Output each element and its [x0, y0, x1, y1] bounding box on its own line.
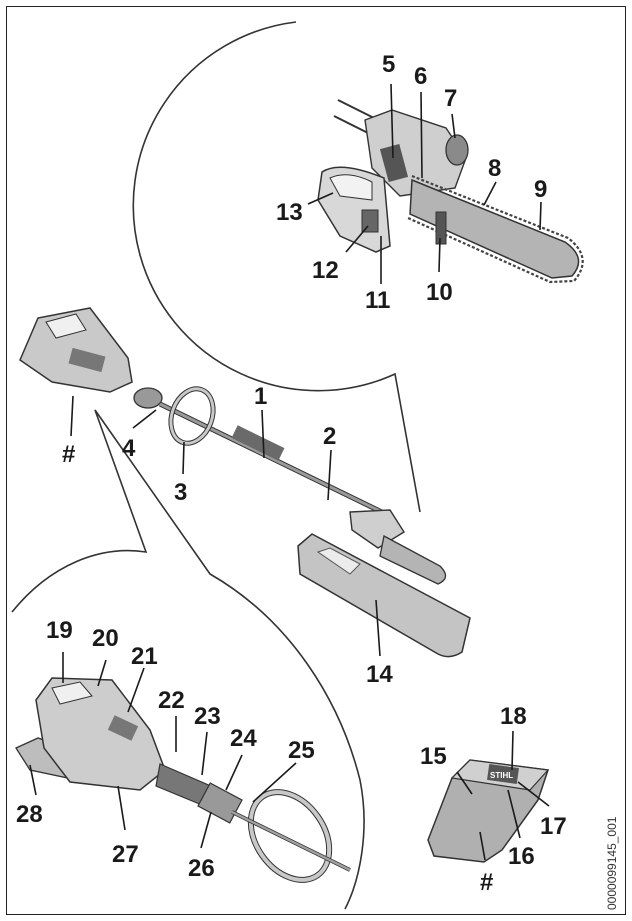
callout-15: 15	[420, 743, 447, 770]
leader-lines	[29, 83, 550, 861]
callout-22: 22	[158, 687, 185, 714]
callout-5: 5	[382, 51, 395, 78]
callout-hash-bottom: #	[480, 869, 493, 896]
callout-24: 24	[230, 725, 257, 752]
callout-2: 2	[323, 423, 336, 450]
callout-9: 9	[534, 176, 547, 203]
main-guide-bar	[379, 535, 447, 585]
callout-26: 26	[188, 855, 215, 882]
callout-4: 4	[122, 435, 136, 462]
callout-18: 18	[500, 703, 527, 730]
control-handle-detail	[15, 677, 351, 883]
callout-labels: 5 6 7 8 9 13 12 11 10 1 2 4 # 3 19 20 21…	[16, 51, 567, 896]
battery: STIHL	[427, 759, 550, 863]
detail-circle-top	[132, 21, 421, 513]
callout-12: 12	[312, 257, 339, 284]
callout-7: 7	[444, 85, 457, 112]
pole-pruner	[19, 307, 471, 658]
callout-11: 11	[365, 287, 390, 314]
callout-3: 3	[174, 479, 187, 506]
callout-1: 1	[254, 383, 267, 410]
image-code: 0000099145_001	[605, 816, 619, 910]
battery-brand-text: STIHL	[490, 771, 513, 780]
callout-8: 8	[488, 155, 501, 182]
callout-6: 6	[414, 63, 427, 90]
detail-circle-bottom	[11, 409, 365, 910]
callout-16: 16	[508, 843, 535, 870]
callout-19: 19	[46, 617, 73, 644]
callout-14: 14	[366, 661, 393, 688]
saw-head-detail	[317, 99, 584, 284]
callout-27: 27	[112, 841, 139, 868]
callout-hash-top: #	[62, 441, 75, 468]
figure-frame	[6, 6, 626, 915]
callout-13: 13	[276, 199, 303, 226]
callout-21: 21	[131, 643, 158, 670]
callout-28: 28	[16, 801, 43, 828]
guide-bar	[409, 178, 580, 279]
callout-17: 17	[540, 813, 567, 840]
callout-10: 10	[426, 279, 453, 306]
callout-20: 20	[92, 625, 119, 652]
callout-25: 25	[288, 737, 315, 764]
saw-chain	[407, 174, 584, 284]
callout-23: 23	[194, 703, 221, 730]
